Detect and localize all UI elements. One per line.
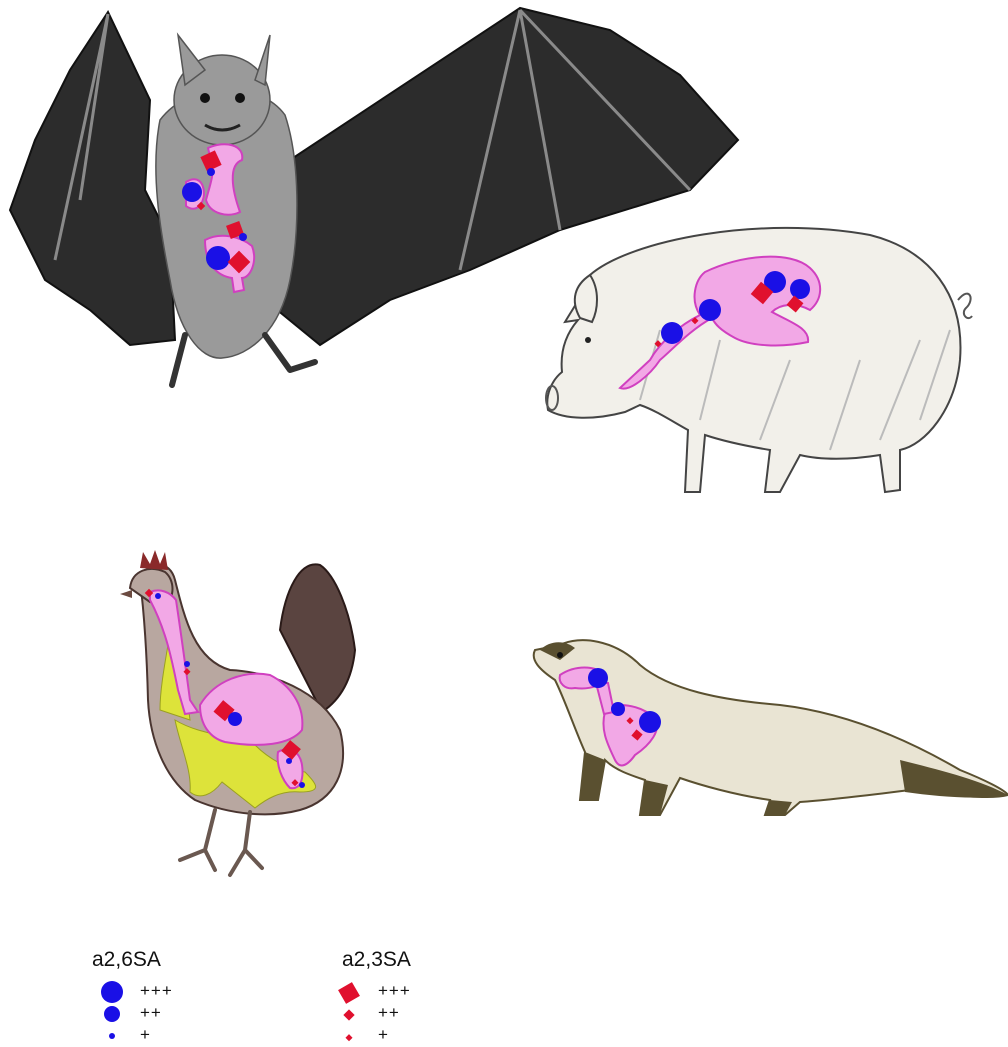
a26-marker — [239, 233, 247, 241]
hen-illustration — [120, 550, 355, 875]
a26-marker — [228, 712, 242, 726]
legend-a26-medium-marker — [104, 1006, 120, 1022]
hen-legs — [180, 810, 262, 875]
hen-comb — [140, 550, 168, 570]
legend-a23-large-marker — [338, 982, 360, 1004]
a26-marker — [661, 322, 683, 344]
legend-a23-small-marker — [345, 1034, 352, 1041]
ferret-eye — [557, 652, 563, 658]
a26-marker — [155, 593, 161, 599]
a26-marker — [790, 279, 810, 299]
pig-eye — [585, 337, 591, 343]
legend-a23-label: +++ — [378, 981, 411, 1001]
a26-marker — [182, 182, 202, 202]
a26-marker — [286, 758, 292, 764]
a26-marker — [588, 668, 608, 688]
pig-ear — [575, 275, 597, 322]
legend-a23-label: + — [378, 1025, 389, 1045]
legend-a26-title: a2,6SA — [92, 948, 161, 972]
a26-marker — [639, 711, 661, 733]
pig-tail — [958, 294, 972, 319]
legend-a23-title: a2,3SA — [342, 948, 411, 972]
legend-a23-medium-marker — [343, 1009, 354, 1020]
a26-marker — [699, 299, 721, 321]
pig-illustration — [546, 228, 972, 492]
bat-eye — [235, 93, 245, 103]
a26-marker — [207, 168, 215, 176]
legend-a26-large-marker — [101, 981, 123, 1003]
bat-right-ear — [255, 35, 270, 85]
hen-beak — [120, 590, 132, 598]
bat-eye — [200, 93, 210, 103]
bat-left-wing — [10, 12, 175, 345]
ferret-illustration — [534, 640, 1008, 815]
a26-marker — [206, 246, 230, 270]
legend-a23-markers — [338, 982, 360, 1041]
legend-a26-label: + — [140, 1025, 151, 1045]
a26-marker — [184, 661, 190, 667]
legend-a26-markers — [101, 981, 123, 1039]
legend-a26-label: ++ — [140, 1003, 162, 1023]
a26-marker — [299, 782, 305, 788]
legend-a26-small-marker — [109, 1033, 115, 1039]
a26-marker — [611, 702, 625, 716]
legend-a23-label: ++ — [378, 1003, 400, 1023]
legend-a26-label: +++ — [140, 981, 173, 1001]
